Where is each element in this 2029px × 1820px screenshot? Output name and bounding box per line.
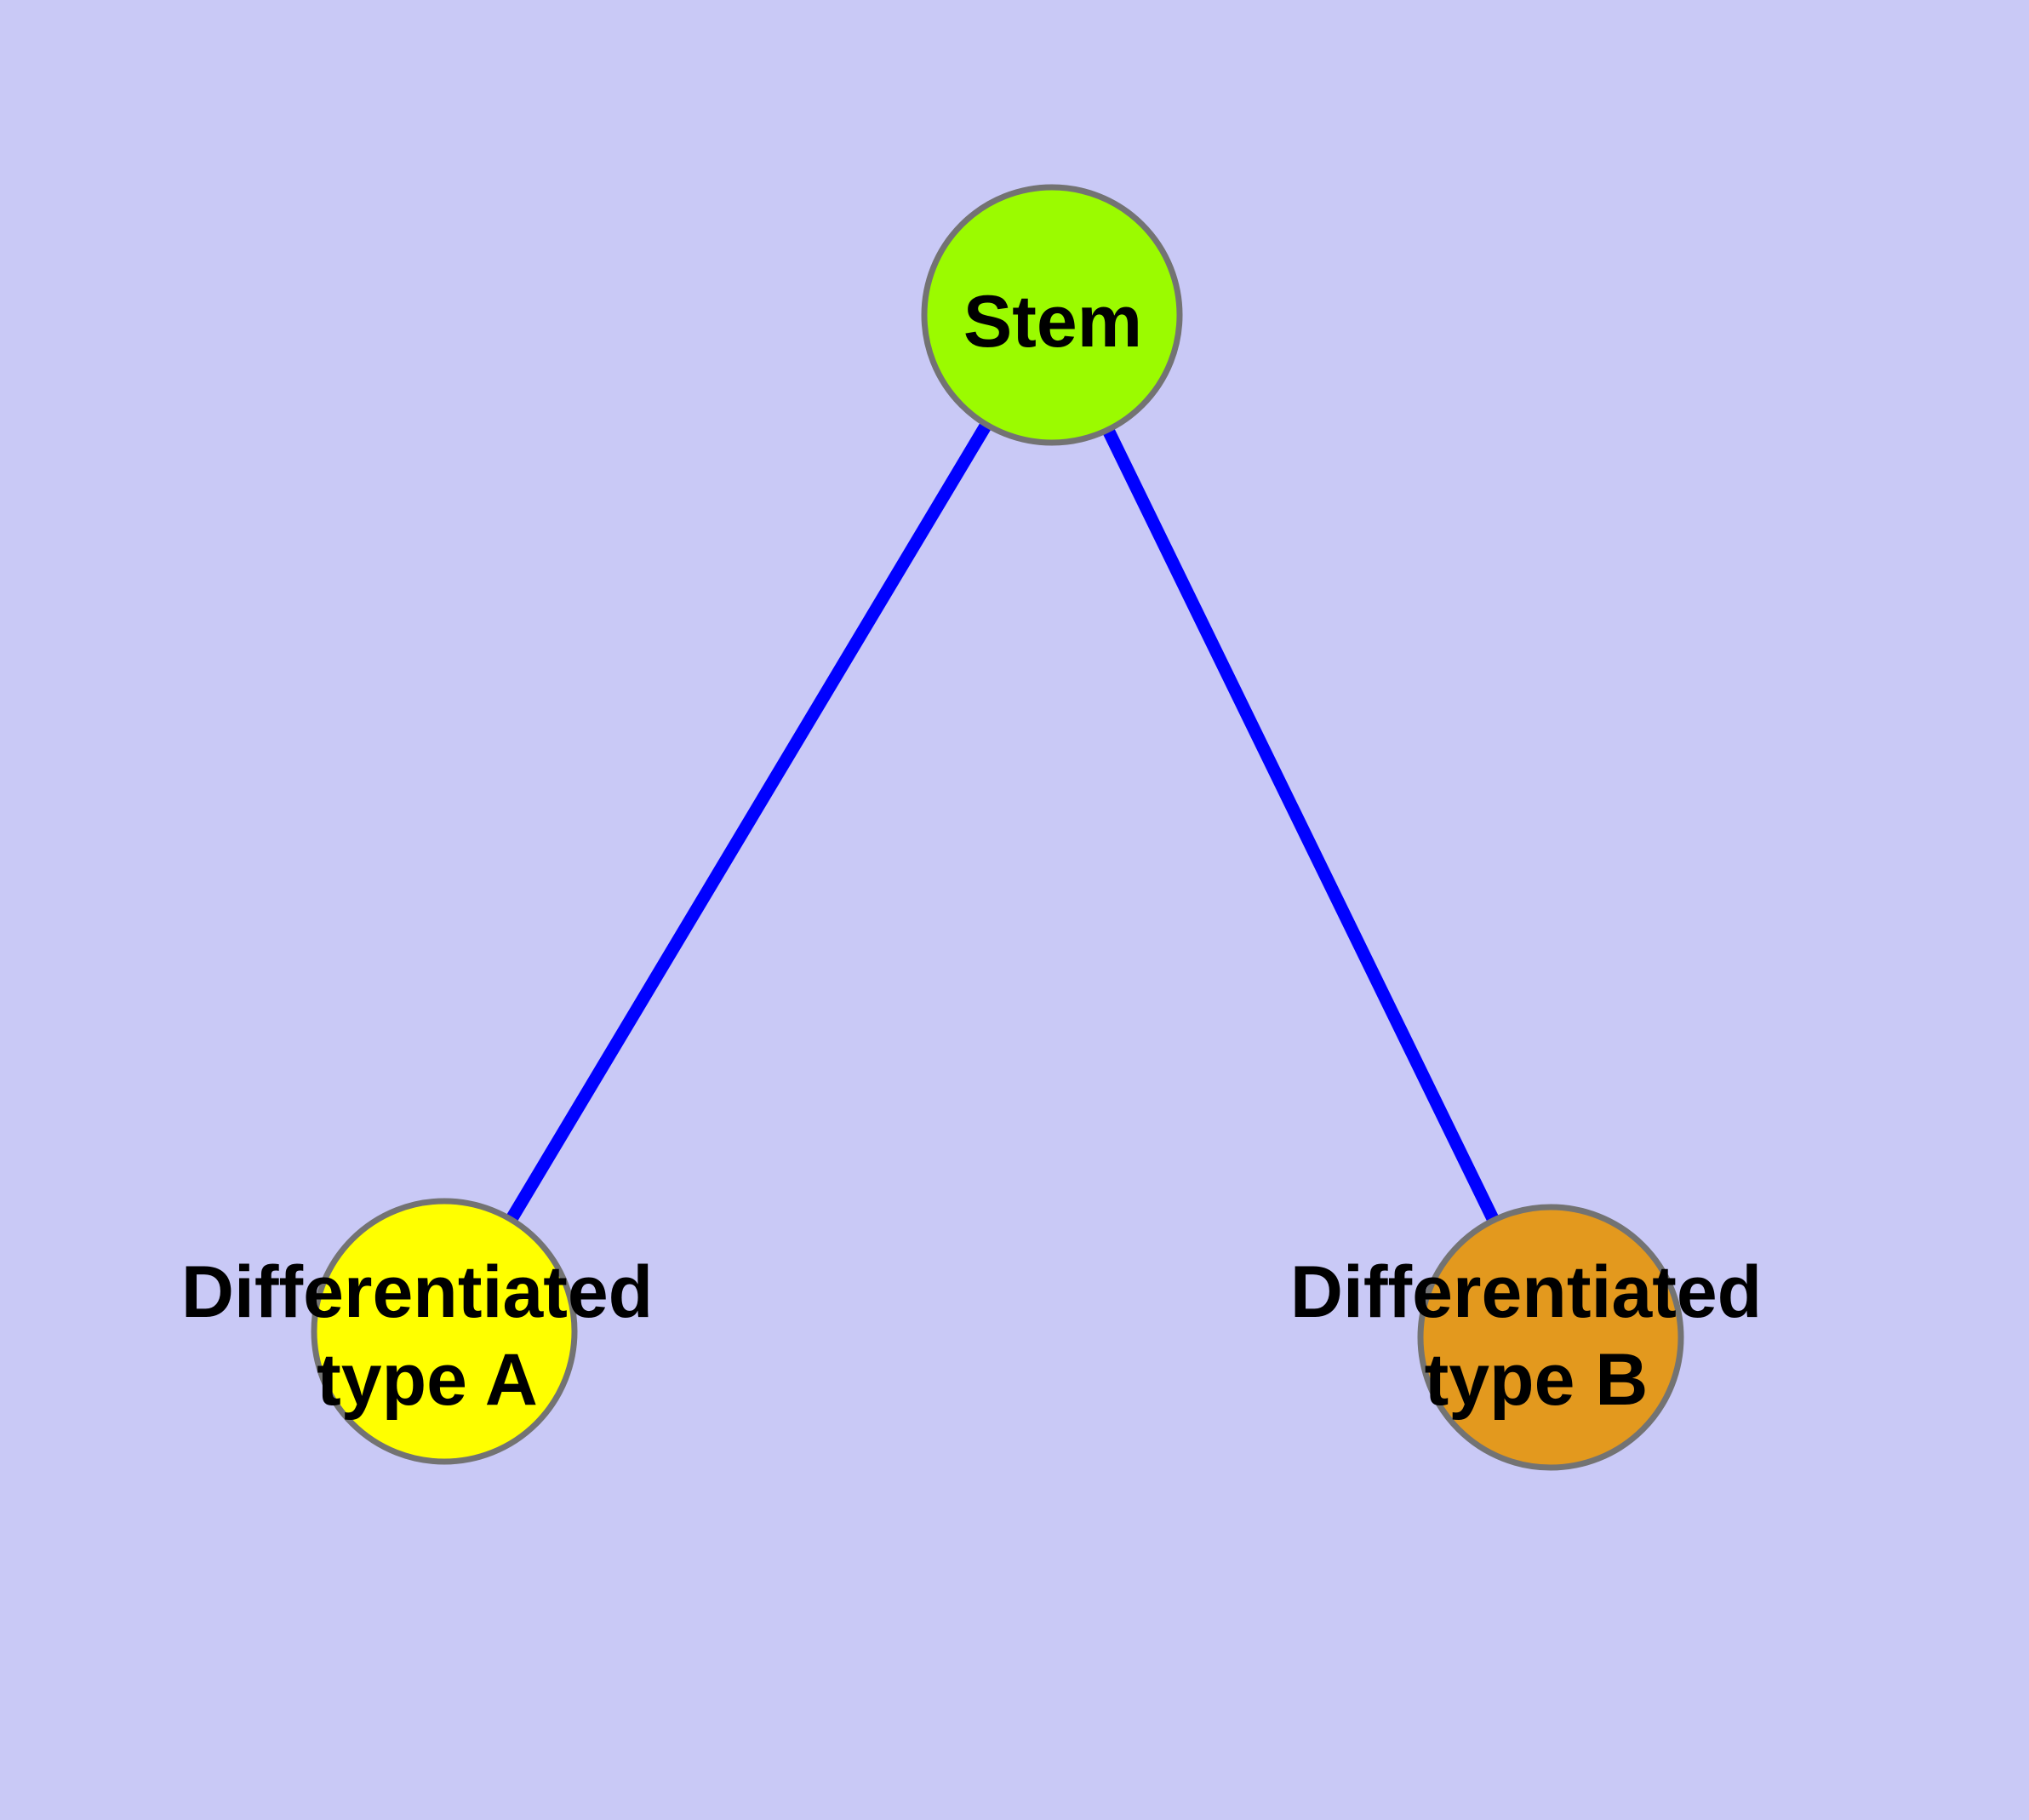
- node-type-a-circle: [311, 1198, 578, 1465]
- node-differentiated-type-b: Differentiated type B: [1290, 1204, 1782, 1471]
- edge-stem-to-type-a: [438, 312, 1058, 1335]
- node-stem-circle: [921, 184, 1183, 446]
- edge-stem-to-type-b: [1046, 312, 1557, 1341]
- node-type-a-label: Differentiated type A: [181, 1251, 673, 1421]
- node-stem-label: Stem: [963, 281, 1142, 363]
- node-type-b-label-line2: type B: [1425, 1339, 1649, 1421]
- node-stem: Stem: [921, 184, 1183, 446]
- node-type-a-label-line2: type A: [317, 1339, 538, 1421]
- node-type-a-label-line1: Differentiated: [181, 1251, 653, 1333]
- node-differentiated-type-a: Differentiated type A: [181, 1198, 673, 1465]
- edge-group: [438, 312, 1557, 1341]
- node-type-b-circle: [1417, 1204, 1684, 1471]
- node-type-b-label-line1: Differentiated: [1290, 1251, 1762, 1333]
- node-type-b-label: Differentiated type B: [1290, 1251, 1782, 1421]
